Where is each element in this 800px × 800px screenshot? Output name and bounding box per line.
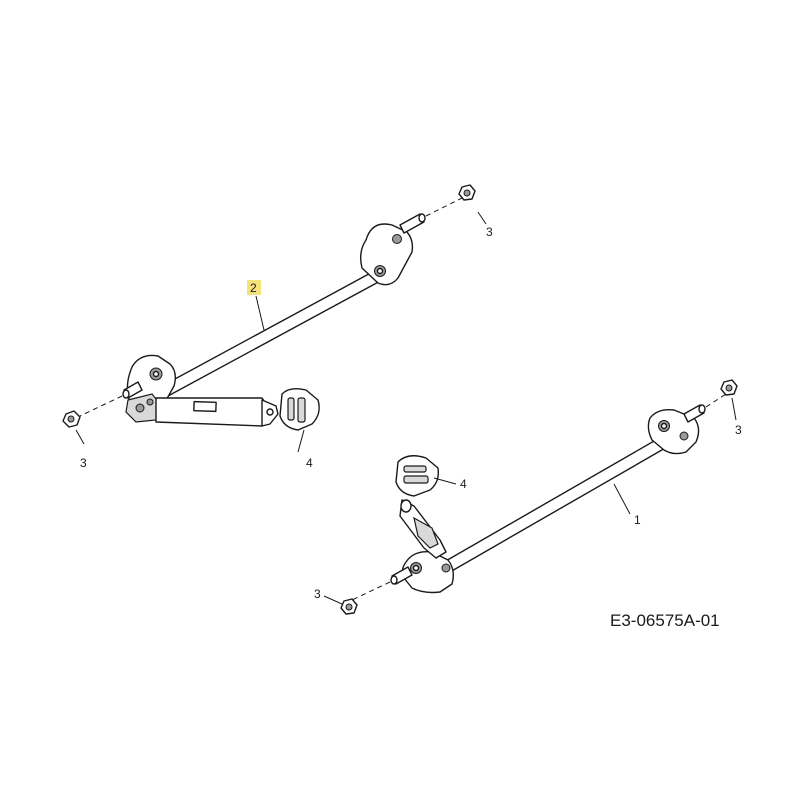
callout-3-lower-left: 3 — [314, 587, 321, 601]
lower-left-nut — [340, 598, 358, 615]
lower-right-nut — [720, 379, 738, 396]
callout-3-lower-right: 3 — [735, 423, 742, 437]
drawing-code: E3-06575A-01 — [610, 611, 720, 630]
upper-wheel-cap — [279, 387, 320, 431]
upper-axle-assembly — [62, 184, 476, 431]
lower-axle-tube — [443, 432, 675, 573]
upper-right-nut — [458, 184, 476, 201]
upper-axle-tube — [161, 268, 385, 397]
leader-lines — [75, 211, 737, 605]
lower-axle-assembly — [340, 379, 738, 615]
upper-left-nut — [62, 410, 81, 428]
callout-4-upper: 4 — [306, 456, 313, 470]
lower-adjust-lever — [399, 499, 447, 559]
callout-3-upper-right: 3 — [486, 225, 493, 239]
lower-right-plate — [647, 408, 700, 455]
callout-2-highlight — [247, 280, 261, 295]
callout-2: 2 — [250, 281, 257, 295]
lower-wheel-cap — [395, 455, 440, 497]
callout-4-lower: 4 — [460, 477, 467, 491]
upper-adjust-lever — [155, 397, 279, 427]
callout-3-upper-left: 3 — [80, 456, 87, 470]
upper-right-stub — [399, 213, 425, 234]
callout-1: 1 — [634, 513, 641, 527]
